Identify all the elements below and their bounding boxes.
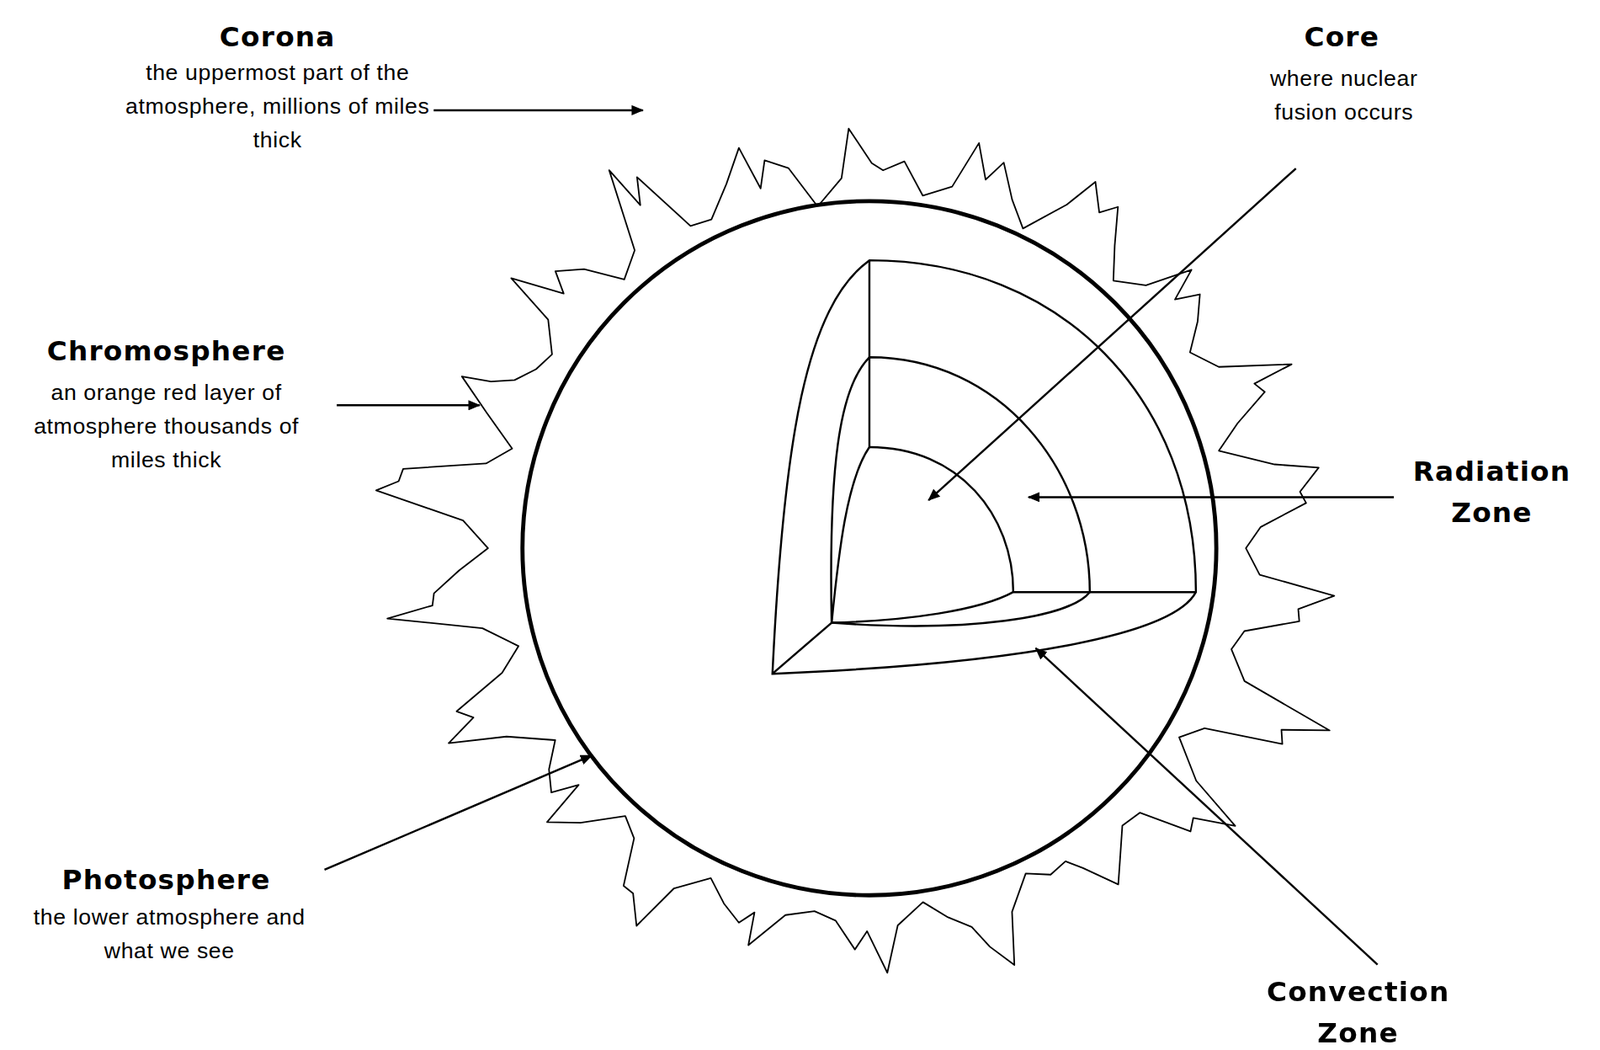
- corona-arrow: [433, 109, 644, 112]
- part-name: Core: [1239, 15, 1444, 57]
- cutaway-layers: [772, 260, 1197, 674]
- photosphere-arrow: [324, 754, 593, 870]
- part-note: the lower atmosphere and what we see: [15, 899, 323, 968]
- convection-shell: [772, 260, 1197, 674]
- chromosphere-arrow: [336, 403, 480, 406]
- core-shell: [869, 446, 1014, 592]
- leader-lines: [324, 110, 1395, 965]
- flame-outline: [376, 128, 1335, 973]
- corona-flames: [376, 128, 1335, 973]
- core-arrow: [928, 168, 1296, 500]
- part-note: where nuclear fusion occurs: [1236, 61, 1452, 129]
- part-name: Photosphere: [23, 859, 309, 900]
- cutaway-edges: [772, 260, 1197, 674]
- photosphere-circle: [522, 201, 1217, 895]
- part-name: Convection Zone: [1250, 971, 1466, 1050]
- part-name: Chromosphere: [13, 330, 320, 372]
- radiation-arrow: [1028, 495, 1394, 498]
- part-note: an orange red layer of atmosphere thousa…: [10, 375, 323, 477]
- part-note: the uppermost part of the atmosphere, mi…: [124, 54, 431, 156]
- convection-arrow: [1036, 648, 1378, 965]
- part-name: Corona: [109, 15, 447, 57]
- part-name: Radiation Zone: [1402, 451, 1582, 533]
